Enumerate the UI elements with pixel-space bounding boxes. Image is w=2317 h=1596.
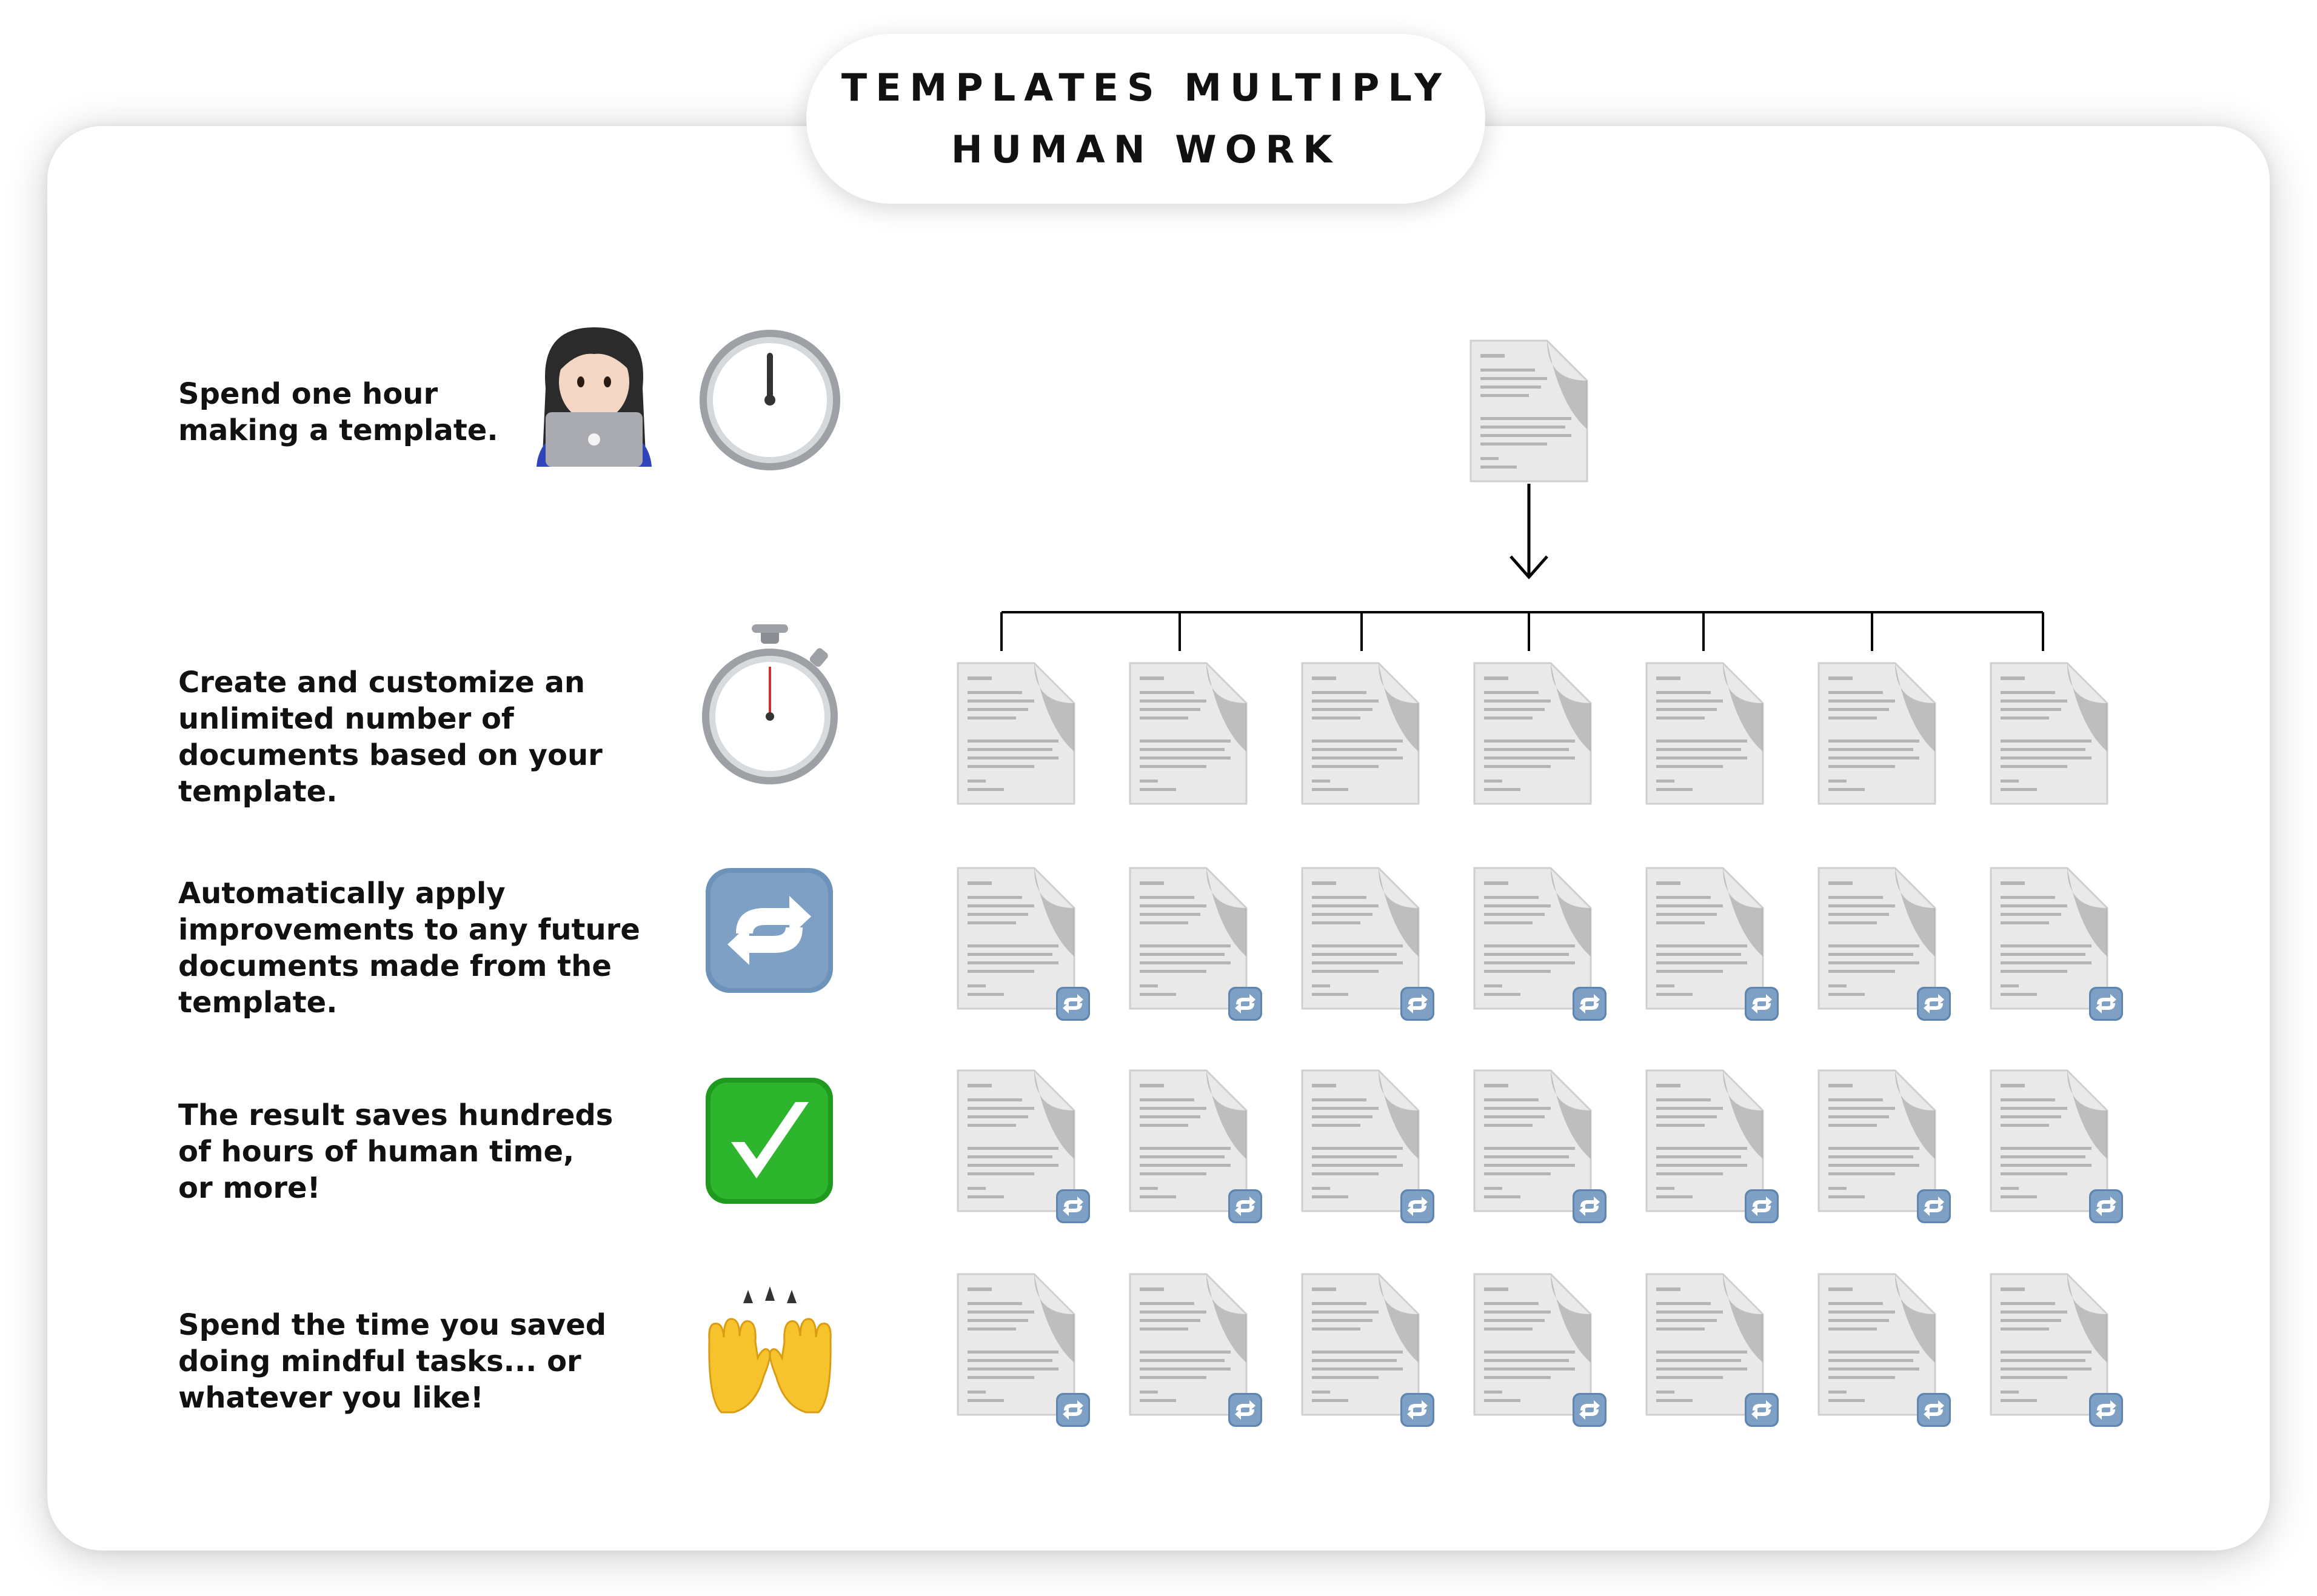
title-line-1: TEMPLATES MULTIPLY [841,65,1451,110]
sync-badge-icon [1228,987,1262,1021]
sync-badge-icon [1917,1393,1951,1427]
generated-document-icon [1645,867,1764,1010]
person-with-laptop-icon [537,327,652,467]
check-mark-icon [706,1078,833,1204]
generated-document-icon [1129,1273,1248,1416]
generated-document-icon [957,1069,1075,1212]
sync-badge-icon [1228,1189,1262,1223]
clock-icon [700,330,840,470]
generated-document-icon [1990,662,2108,805]
sync-badge-icon [2089,987,2123,1021]
sync-badge-icon [1573,1189,1607,1223]
sync-badge-icon [1745,1393,1779,1427]
generated-document-icon [1645,662,1764,805]
sync-badge-icon [1745,987,1779,1021]
generated-document-icon [1473,1069,1592,1212]
generated-document-icon [1645,1069,1764,1212]
generated-document-icon [1645,1273,1764,1416]
sync-badge-icon [2089,1189,2123,1223]
generated-document-icon [957,1273,1075,1416]
sync-badge-icon [1573,1393,1607,1427]
generated-document-icon [1301,867,1420,1010]
generated-document-icon [1301,1273,1420,1416]
generated-document-icon [1473,662,1592,805]
generated-document-icon [1817,1273,1936,1416]
sync-badge-icon [1400,987,1434,1021]
sync-badge-icon [1745,1189,1779,1223]
generated-document-icon [957,867,1075,1010]
sync-badge-icon [1056,987,1090,1021]
template-document-icon [1469,339,1588,482]
sync-badge-icon [1228,1393,1262,1427]
generated-document-icon [1301,1069,1420,1212]
sync-badge-icon [1917,987,1951,1021]
sync-badge-icon [1573,987,1607,1021]
generated-document-icon [1990,1273,2108,1416]
sync-badge-icon [2089,1393,2123,1427]
template-arrow-head [1510,555,1548,579]
sync-badge-icon [1917,1189,1951,1223]
generated-document-icon [1817,662,1936,805]
stopwatch-icon [702,624,838,784]
generated-document-icon [1990,867,2108,1010]
raised-hands-icon [708,1286,832,1414]
generated-document-icon [1129,662,1248,805]
generated-document-icon [1473,1273,1592,1416]
generated-document-icon [1473,867,1592,1010]
generated-document-icon [1129,867,1248,1010]
generated-document-icon [1301,662,1420,805]
generated-document-icon [1817,867,1936,1010]
sync-badge-icon [1400,1189,1434,1223]
repeat-arrows-icon [706,868,833,993]
sync-badge-icon [1400,1393,1434,1427]
title-pill: TEMPLATES MULTIPLY HUMAN WORK [806,34,1485,204]
generated-document-icon [957,662,1075,805]
sync-badge-icon [1056,1189,1090,1223]
sync-badge-icon [1056,1393,1090,1427]
title-line-2: HUMAN WORK [951,127,1341,172]
generated-document-icon [1817,1069,1936,1212]
generated-document-icon [1990,1069,2108,1212]
generated-document-icon [1129,1069,1248,1212]
